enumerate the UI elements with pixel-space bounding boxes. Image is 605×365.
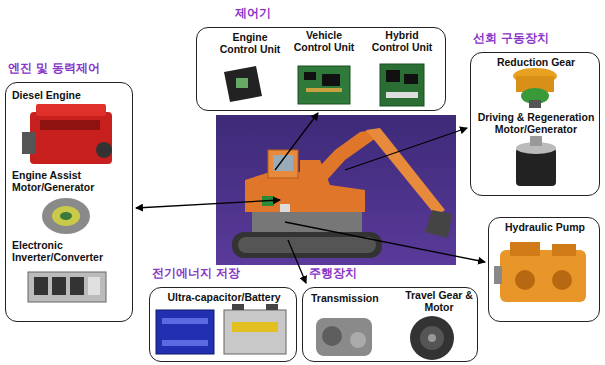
group-heading: 제어기 — [233, 6, 273, 20]
group-heading: 선회 구동장치 — [471, 31, 551, 45]
ecu-picture — [224, 66, 262, 102]
engine-picture — [22, 104, 112, 164]
hydraulic-pump-picture — [494, 242, 586, 302]
part-label: Travel Gear & Motor — [403, 289, 475, 313]
hcu-board-picture — [380, 64, 424, 106]
part-label: Engine Control Unit — [219, 31, 281, 55]
swing-motor-picture — [516, 136, 556, 186]
hydraulic-pump-panel: Hydraulic Pump — [488, 217, 600, 322]
excavator-picture — [216, 115, 456, 265]
travel-motor-picture — [410, 316, 454, 360]
engine-power-panel: 엔진 및 동력제어Diesel EngineEngine Assist Moto… — [5, 82, 133, 322]
inverter-picture — [28, 272, 106, 302]
part-label: Hydraulic Pump — [491, 221, 599, 233]
travel-panel: 주행장치TransmissionTravel Gear & Motor — [302, 287, 478, 362]
battery-picture — [224, 304, 286, 354]
motor-picture — [42, 198, 90, 234]
leader-arrows — [136, 113, 485, 283]
ultracapacitor-picture — [156, 310, 214, 354]
part-label: Engine Assist Motor/Generator — [12, 169, 127, 193]
vcu-board-picture — [298, 66, 350, 104]
controller-panel: 제어기Engine Control UnitVehicle Control Un… — [196, 27, 446, 111]
swing-drive-panel: 선회 구동장치Reduction GearDriving & Regenerat… — [470, 52, 600, 196]
part-label: Ultra-capacitor/Battery — [154, 291, 294, 303]
part-label: Diesel Engine — [12, 89, 127, 101]
group-heading: 엔진 및 동력제어 — [6, 61, 102, 75]
part-label: Vehicle Control Unit — [293, 29, 355, 53]
part-label: Reduction Gear — [475, 56, 597, 68]
group-heading: 전기에너지 저장 — [150, 266, 242, 280]
group-heading: 주행장치 — [307, 266, 359, 280]
part-label: Hybrid Control Unit — [371, 29, 433, 53]
part-label: Driving & Regeneration Motor/Generator — [475, 111, 597, 135]
part-label: Electronic Inverter/Converter — [12, 239, 127, 263]
reduction-gear-picture — [513, 68, 557, 108]
part-label: Transmission — [311, 292, 395, 304]
transmission-picture — [316, 318, 372, 356]
energy-storage-panel: 전기에너지 저장Ultra-capacitor/Battery — [149, 287, 297, 362]
